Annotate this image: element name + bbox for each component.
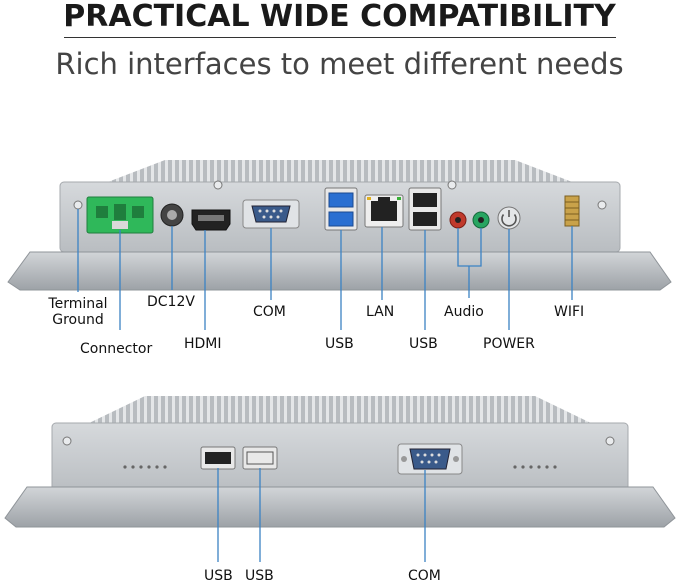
label-audio: Audio [444,304,484,320]
audio-mic-jack-icon [449,211,467,229]
label-usb-2: USB [245,568,274,584]
label-com: COM [253,304,286,320]
label-lan: LAN [366,304,395,320]
usb3-stack-icon [324,187,358,231]
page-title: PRACTICAL WIDE COMPATIBILITY [63,0,616,34]
label-usb-1: USB [204,568,233,584]
top-heatsink-fins [100,160,580,185]
label-com-bottom: COM [408,568,441,584]
usb2-stack-icon [408,187,442,231]
indicator-dots-left [123,465,167,469]
terminal-connector-icon [86,196,154,234]
screw-icon [213,180,223,190]
screw-icon [605,436,615,446]
label-power: POWER [483,336,535,352]
com-port-icon [397,443,463,475]
wifi-antenna-icon [564,195,580,227]
label-hdmi: HDMI [184,336,222,352]
usb-port-icon [242,446,278,470]
com-port-icon [242,199,300,229]
screw-icon [62,436,72,446]
usb-port-icon [200,446,236,470]
bottom-heatsink-fins [85,396,595,425]
label-connector: Connector [80,341,153,357]
screw-icon [73,200,83,210]
label-dc12v: DC12V [147,294,195,310]
top-panel [7,160,672,330]
power-button-icon [497,206,521,230]
label-terminal-ground: Terminal Ground [48,296,108,328]
top-front-frame [7,251,672,291]
screw-icon [447,180,457,190]
screw-icon [597,200,607,210]
bottom-panel [4,396,676,562]
lan-port-icon [364,194,404,228]
bottom-front-frame [4,486,676,528]
bottom-leader-lines [217,468,426,562]
indicator-dots-right [513,465,557,469]
page-subtitle: Rich interfaces to meet different needs [55,47,624,81]
dc-jack-icon [160,203,184,227]
label-usb-right: USB [409,336,438,352]
hdmi-port-icon [191,209,231,231]
title-divider [64,37,616,38]
top-leader-lines [77,209,573,330]
label-wifi: WIFI [554,304,585,320]
audio-out-jack-icon [472,211,490,229]
label-usb-left: USB [325,336,354,352]
bottom-back-plate [51,422,629,494]
